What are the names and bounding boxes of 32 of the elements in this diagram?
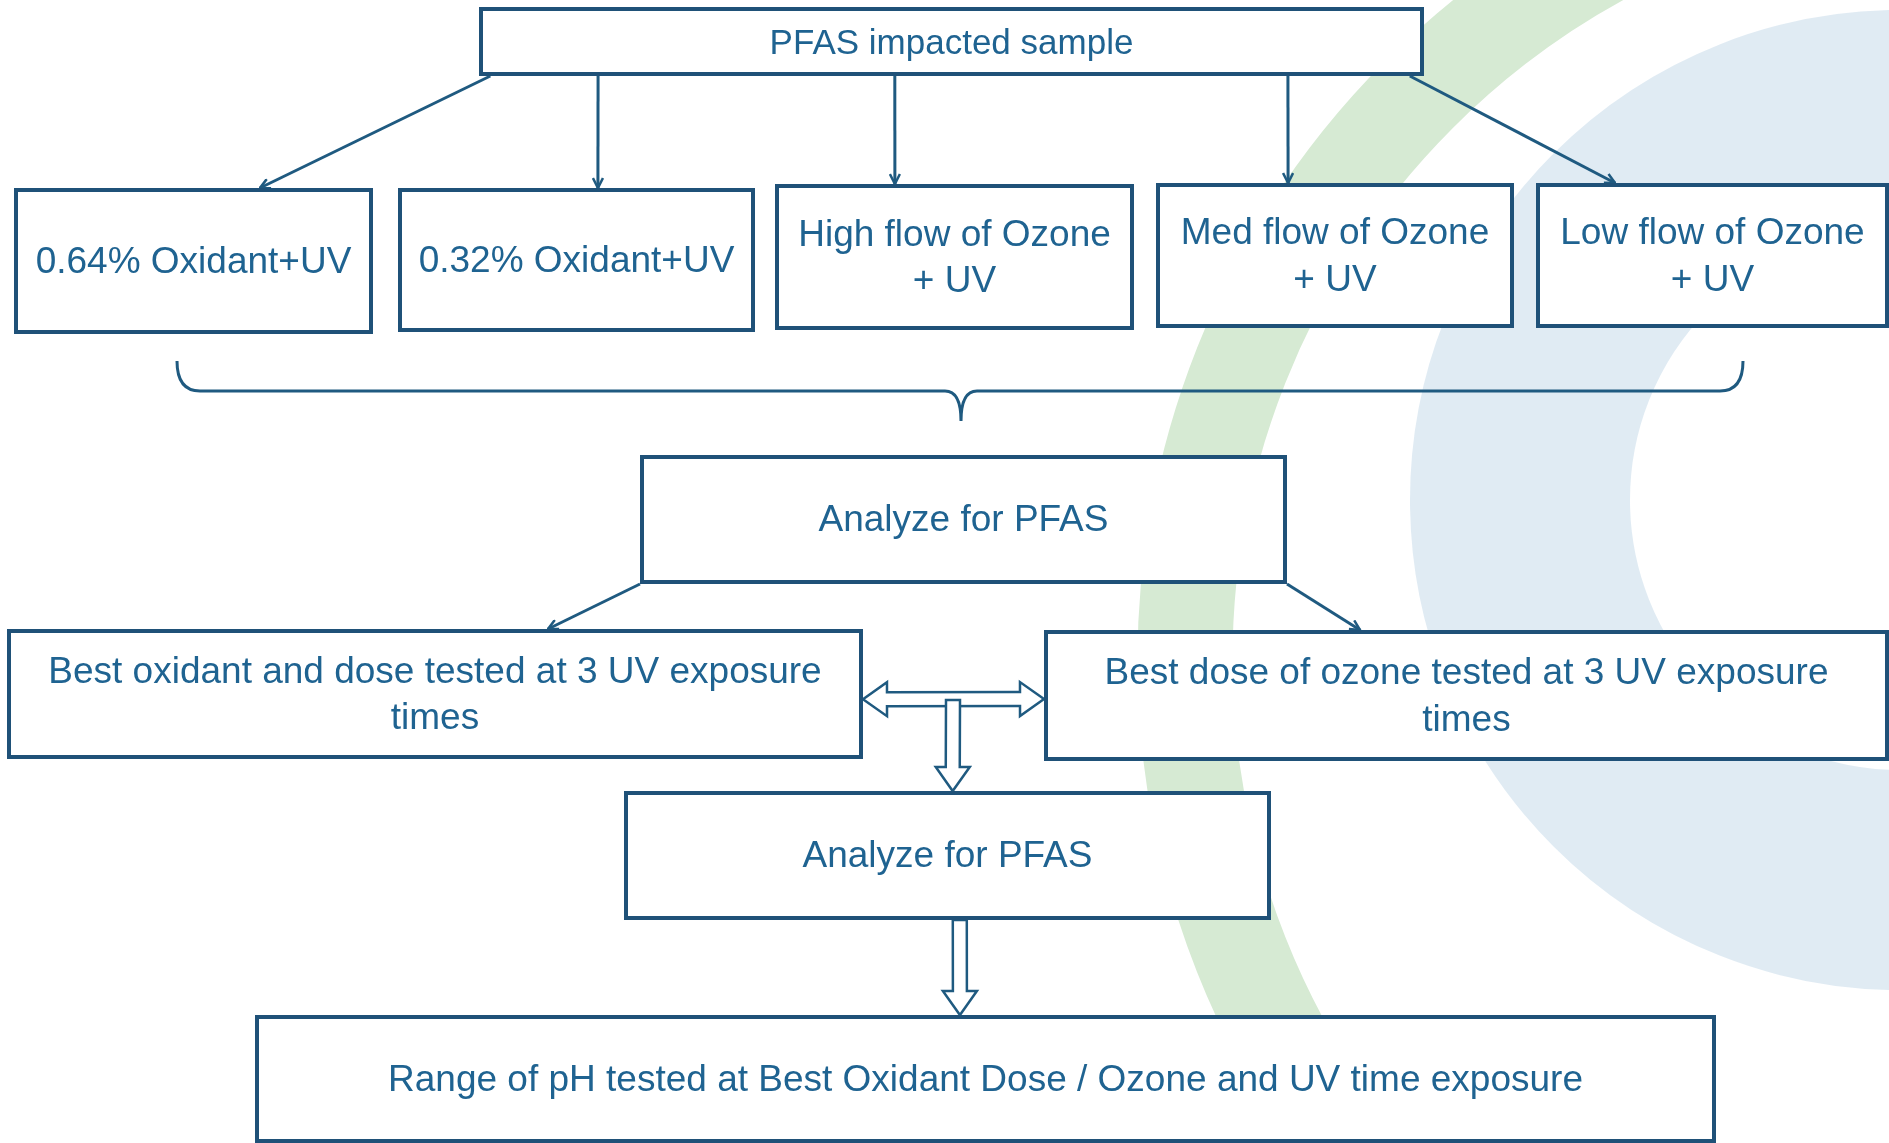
process-box — [624, 791, 1271, 920]
process-box — [7, 629, 863, 759]
process-box — [1536, 183, 1889, 328]
box-text: Low flow of Ozone + UV — [1559, 210, 1866, 301]
arrow — [1281, 76, 1295, 185]
hollow-arrow — [940, 918, 980, 1018]
process-box — [640, 455, 1287, 584]
hollow-arrow — [933, 698, 973, 794]
box-text: 0.32% Oxidant+UV — [418, 237, 735, 282]
arrow — [888, 76, 902, 186]
hollow-arrow — [860, 679, 1047, 719]
process-box — [479, 7, 1424, 76]
arrow — [1409, 74, 1617, 185]
box-text: High flow of Ozone + UV — [797, 211, 1112, 302]
process-box — [255, 1015, 1716, 1143]
box-text: Analyze for PFAS — [802, 833, 1093, 878]
process-box — [775, 184, 1134, 330]
arrow — [258, 74, 491, 190]
process-box — [1156, 183, 1514, 328]
box-text: Range of pH tested at Best Oxidant Dose / Ozone and UV time exposure — [388, 1056, 1583, 1101]
process-box — [1044, 630, 1889, 761]
box-text: Analyze for PFAS — [818, 497, 1109, 542]
arrow — [1286, 582, 1362, 632]
box-text: 0.64% Oxidant+UV — [35, 238, 352, 283]
box-text: Best dose of ozone tested at 3 UV exposure times — [1103, 650, 1830, 741]
process-box — [14, 188, 373, 334]
process-box — [398, 188, 755, 332]
box-text: PFAS impacted sample — [769, 20, 1134, 63]
box-text: Med flow of Ozone + UV — [1179, 210, 1491, 301]
arrow — [591, 76, 605, 190]
box-text: Best oxidant and dose tested at 3 UV exposure times — [47, 648, 823, 739]
arrow — [546, 582, 641, 631]
